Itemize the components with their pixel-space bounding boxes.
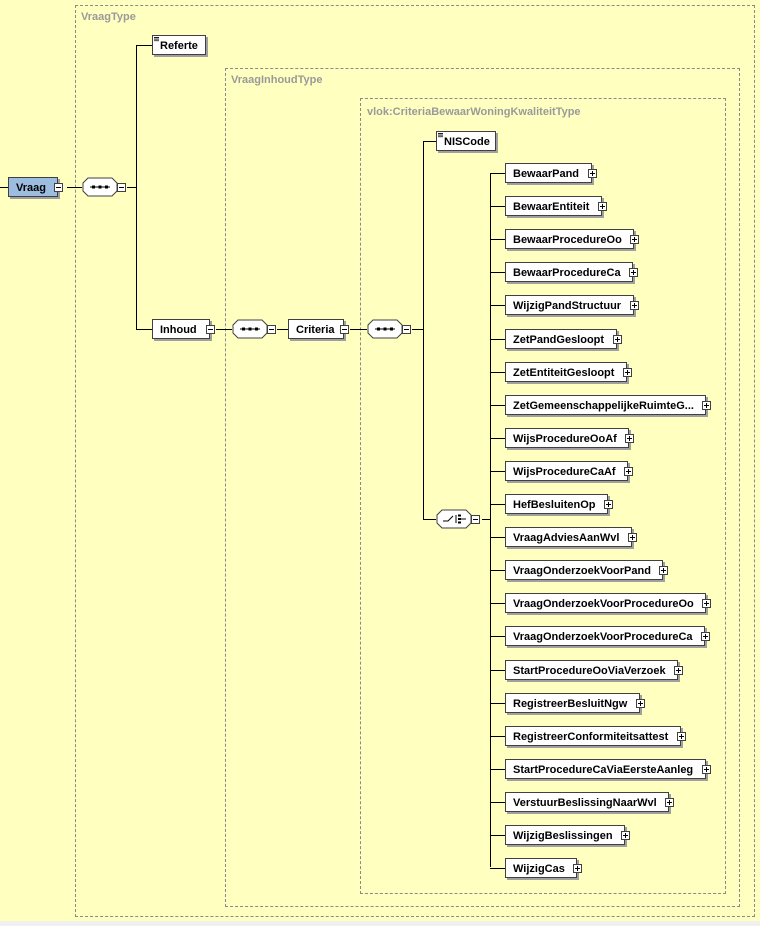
choice-element[interactable]: VraagOnderzoekVoorProcedureCa	[505, 626, 705, 646]
referte-label: Referte	[160, 40, 198, 52]
collapse-toggle-sequence-3[interactable]	[402, 325, 411, 334]
choice-element[interactable]: VraagOnderzoekVoorProcedureOo	[505, 593, 706, 613]
choice-element[interactable]: ZetGemeenschappelijkeRuimteG...	[505, 395, 706, 415]
choice-element[interactable]: StartProcedureOoViaVerzoek	[505, 660, 678, 680]
collapse-toggle-vraag[interactable]	[54, 183, 63, 192]
choice-element[interactable]: BewaarPand	[505, 163, 592, 183]
status-bar	[0, 921, 760, 926]
vraagtype-container	[75, 5, 755, 917]
expand-toggle[interactable]	[573, 864, 582, 873]
expand-toggle[interactable]	[702, 765, 711, 774]
expand-toggle[interactable]	[701, 632, 710, 641]
expand-toggle[interactable]	[636, 699, 645, 708]
expand-toggle[interactable]	[629, 268, 638, 277]
choice-element[interactable]: WijzigCas	[505, 858, 577, 878]
annotation-icon	[154, 37, 159, 42]
collapse-toggle-sequence-1[interactable]	[117, 183, 126, 192]
collapse-toggle-choice[interactable]	[471, 515, 480, 524]
choice-element[interactable]: HefBesluitenOp	[505, 494, 608, 514]
choice-element[interactable]: StartProcedureCaViaEersteAanleg	[505, 759, 706, 779]
choice-element[interactable]: WijzigBeslissingen	[505, 825, 625, 845]
criteria-element[interactable]: Criteria	[288, 319, 344, 339]
choice-element[interactable]: VraagOnderzoekVoorPand	[505, 560, 663, 580]
expand-toggle[interactable]	[625, 434, 634, 443]
expand-toggle[interactable]	[623, 368, 632, 377]
vraaginhoudtype-container	[225, 68, 740, 907]
choice-element[interactable]: BewaarProcedureOo	[505, 229, 634, 249]
sequence-compositor-icon[interactable]	[82, 177, 118, 197]
expand-toggle[interactable]	[628, 533, 637, 542]
niscode-label: NISCode	[444, 136, 490, 148]
choice-element[interactable]: BewaarProcedureCa	[505, 262, 633, 282]
expand-toggle[interactable]	[604, 500, 613, 509]
expand-toggle[interactable]	[624, 467, 633, 476]
annotation-icon	[438, 133, 443, 138]
expand-toggle[interactable]	[613, 335, 622, 344]
expand-toggle[interactable]	[588, 169, 597, 178]
expand-toggle[interactable]	[659, 566, 668, 575]
choice-element[interactable]: VerstuurBeslissingNaarWvl	[505, 792, 669, 812]
expand-toggle[interactable]	[702, 599, 711, 608]
sequence-compositor-icon[interactable]	[232, 319, 268, 339]
choice-element[interactable]: BewaarEntiteit	[505, 196, 602, 216]
inhoud-element[interactable]: Inhoud	[152, 319, 210, 339]
expand-toggle[interactable]	[630, 301, 639, 310]
choice-element[interactable]: VraagAdviesAanWvl	[505, 527, 632, 547]
vraagtype-label: VraagType	[81, 11, 136, 23]
choice-element[interactable]: WijzigPandStructuur	[505, 295, 634, 315]
collapse-toggle-criteria[interactable]	[340, 325, 349, 334]
collapse-toggle-inhoud[interactable]	[206, 325, 215, 334]
choice-element[interactable]: WijsProcedureCaAf	[505, 461, 628, 481]
expand-toggle[interactable]	[677, 732, 686, 741]
choice-element[interactable]: RegistreerConformiteitsattest	[505, 726, 681, 746]
expand-toggle[interactable]	[621, 831, 630, 840]
niscode-element[interactable]: NISCode	[436, 131, 496, 151]
choice-element[interactable]: ZetPandGesloopt	[505, 329, 617, 349]
vraag-element[interactable]: Vraag	[8, 177, 58, 197]
expand-toggle[interactable]	[674, 666, 683, 675]
referte-element[interactable]: Referte	[152, 35, 206, 55]
choice-element[interactable]: ZetEntiteitGesloopt	[505, 362, 627, 382]
choice-element[interactable]: WijsProcedureOoAf	[505, 428, 629, 448]
expand-toggle[interactable]	[702, 401, 711, 410]
expand-toggle[interactable]	[598, 202, 607, 211]
collapse-toggle-sequence-2[interactable]	[267, 325, 276, 334]
expand-toggle[interactable]	[665, 798, 674, 807]
criteriatype-label: vlok:CriteriaBewaarWoningKwaliteitType	[367, 106, 581, 118]
sequence-compositor-icon[interactable]	[367, 319, 403, 339]
expand-toggle[interactable]	[630, 235, 639, 244]
criteriatype-container	[360, 98, 726, 894]
vraaginhoudtype-label: VraagInhoudType	[231, 74, 323, 86]
choice-element[interactable]: RegistreerBesluitNgw	[505, 693, 640, 713]
choice-compositor-icon[interactable]	[436, 509, 472, 529]
